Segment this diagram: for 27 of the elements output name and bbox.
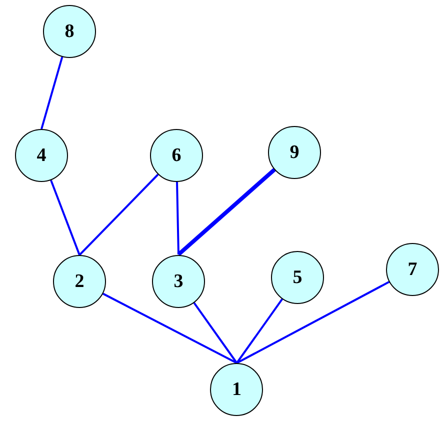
connector-line	[40, 56, 64, 130]
connector-line	[236, 281, 390, 364]
node-circle	[386, 243, 439, 296]
connector-line	[193, 302, 238, 364]
connector-line	[236, 298, 284, 364]
node-circle	[268, 126, 321, 178]
node-label: 8	[64, 22, 74, 41]
node-circle	[15, 129, 68, 182]
node-label: 5	[292, 268, 302, 287]
node-circle	[152, 254, 205, 308]
node-circle	[150, 129, 203, 182]
node-circle	[43, 5, 96, 58]
connector-line	[177, 168, 276, 256]
node-circle	[271, 251, 324, 304]
connector-line	[176, 182, 180, 255]
node-circle	[53, 255, 106, 308]
node-label: 2	[74, 272, 84, 291]
node-label: 6	[172, 146, 182, 165]
node-circle	[210, 363, 264, 416]
node-label: 3	[174, 272, 184, 290]
node-label: 9	[290, 142, 300, 162]
node-label: 1	[232, 380, 242, 399]
node-label: 7	[408, 260, 418, 279]
node-label: 4	[36, 146, 46, 165]
connector-line	[50, 180, 80, 256]
connector-line	[78, 174, 159, 256]
connector-line	[102, 292, 238, 364]
